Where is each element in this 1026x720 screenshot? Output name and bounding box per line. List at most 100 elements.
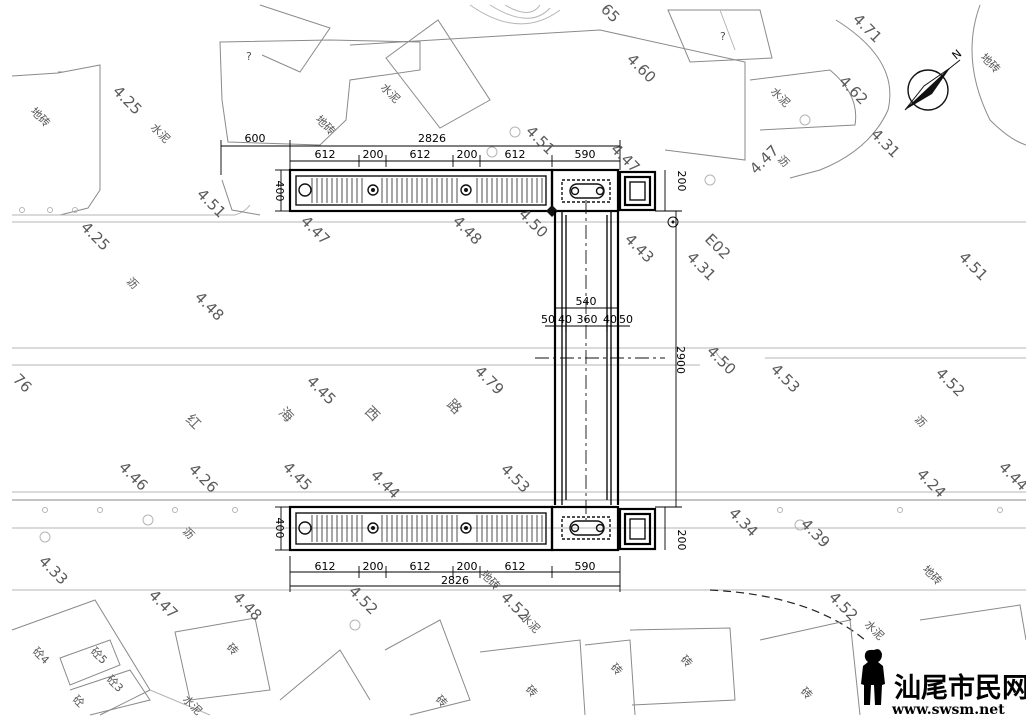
dim-channel-part: 50 [541, 313, 555, 326]
material-label: 沥 [124, 275, 141, 292]
elevation-label: 4.45 [279, 458, 315, 494]
dim-channel-part: 40 [603, 313, 617, 326]
dim-bottom-total: 2826 [441, 574, 469, 587]
round-structure [489, 4, 551, 19]
material-label: 砼5 [88, 645, 110, 667]
person-silhouette-icon [861, 649, 885, 705]
elevation-label: 4.46 [115, 458, 151, 494]
dim-pit-width-bottom: 400 [273, 518, 286, 539]
material-label: 沥 [912, 413, 929, 430]
dim-bottom-seg: 200 [457, 560, 478, 573]
end-block-core [629, 518, 646, 540]
material-label: 砖 [608, 660, 626, 678]
material-label: 砖 [678, 652, 696, 670]
building-outline [149, 689, 211, 716]
elevation-label: 4.48 [229, 588, 265, 624]
material-label: 砼4 [30, 645, 52, 667]
road-curve [971, 4, 1026, 146]
dim-top-seg: 200 [363, 148, 384, 161]
end-block [618, 507, 657, 551]
building-outline [349, 29, 746, 161]
elevation-label: 4.52 [345, 582, 381, 618]
building-outline [11, 599, 151, 716]
elevation-label: 4.71 [849, 10, 885, 46]
end-block [618, 170, 657, 212]
elevation-label: 4.25 [77, 218, 113, 254]
dim-top-left-offset: 600 [245, 132, 266, 145]
dim-bottom-seg: 612 [505, 560, 526, 573]
material-label: 砖 [798, 684, 816, 702]
dim-end-block-top: 200 [675, 171, 688, 192]
material-label: 砼 [70, 693, 87, 710]
elevation-label: 65 [597, 0, 623, 26]
watermark-name: 汕尾市民网 [894, 672, 1026, 704]
valve-icon [667, 216, 679, 228]
road-name-char: 西 [361, 404, 382, 425]
dim-channel-total: 540 [576, 295, 597, 308]
dim-bottom-seg: 200 [363, 560, 384, 573]
elevation-label: 4.24 [913, 465, 949, 501]
elevation-label: 4.51 [193, 185, 229, 221]
building-outline [629, 627, 736, 706]
bolt-icon [595, 186, 605, 196]
elevation-label: 4.62 [835, 72, 871, 108]
round-structure [469, 4, 561, 25]
material-label: 水泥 [862, 618, 887, 643]
dim-bottom-seg: 590 [575, 560, 596, 573]
north-arrow-icon [904, 59, 961, 111]
material-label: 地砖 [478, 567, 503, 592]
bolt-icon [464, 526, 468, 530]
material-label: 沥 [180, 525, 197, 542]
building-outline [384, 619, 471, 716]
building-outline [749, 69, 857, 131]
bolt-icon [298, 183, 312, 197]
elevation-label: 4.79 [471, 362, 507, 398]
bottom-trench [288, 505, 657, 552]
material-label: 地砖 [978, 50, 1003, 75]
trench-inner [295, 175, 547, 206]
bolt-icon [570, 186, 580, 196]
building-outline [667, 9, 773, 63]
elevation-label: 4.52 [932, 364, 968, 400]
dim-top-seg: 200 [457, 148, 478, 161]
building-outline [759, 619, 861, 716]
material-label: 砖 [433, 692, 451, 710]
chamber-slot [569, 183, 605, 199]
bolt-icon [460, 522, 472, 534]
round-structure [504, 4, 541, 13]
corner-chamber [550, 505, 620, 552]
elevation-label: 4.34 [725, 504, 761, 540]
elevation-label: 4.47 [145, 586, 181, 622]
elevation-label: 4.44 [995, 458, 1026, 494]
bolt-icon [570, 523, 580, 533]
building-outline [59, 639, 121, 686]
material-label: 水泥 [148, 121, 173, 146]
valve-icon [671, 220, 675, 224]
elevation-label: 4.51 [522, 122, 558, 158]
elevation-label: 4.53 [497, 460, 533, 496]
building-outline [385, 19, 491, 129]
material-label: 砖 [224, 640, 242, 658]
dashed-arc [709, 589, 866, 641]
building-outline [919, 604, 1026, 641]
elevation-label: 4.60 [623, 50, 659, 86]
end-block-inner [623, 512, 652, 546]
bolt-icon [371, 526, 375, 530]
elevation-label: 4.26 [185, 460, 221, 496]
building-outline [69, 669, 151, 716]
site-background [11, 4, 1026, 716]
elevation-label: 4.44 [367, 466, 403, 502]
dim-bottom-seg: 612 [410, 560, 431, 573]
dim-end-block-bottom: 200 [675, 530, 688, 551]
elevation-label: 4.51 [955, 248, 991, 284]
material-label: 水泥 [768, 85, 793, 110]
elevation-label: 4.52 [825, 588, 861, 624]
elevation-label: 4.48 [191, 288, 227, 324]
elevation-label: 4.33 [35, 552, 71, 588]
dimension-labels: 2826 600 612 200 612 200 612 590 400 200… [245, 132, 689, 587]
dim-channel-part: 50 [619, 313, 633, 326]
building-outline [174, 617, 271, 701]
bolt-icon [464, 188, 468, 192]
